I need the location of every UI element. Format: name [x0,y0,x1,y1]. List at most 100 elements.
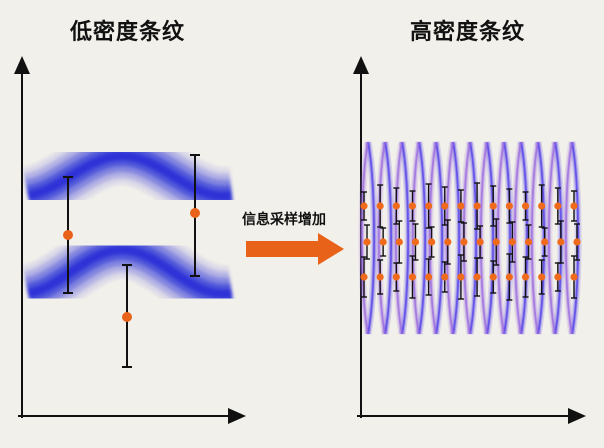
dense-sample-point [505,253,513,301]
dense-sample-point [538,184,546,228]
dense-sample-point [521,191,530,221]
dense-sample-point [554,187,562,225]
sample-dot [492,238,500,246]
sample-point-2 [122,264,132,368]
dense-sample-point [360,191,368,221]
high-density-fringes [358,141,582,335]
dense-sample-point [492,218,500,266]
sample-dot [541,238,549,246]
sample-dot [392,273,400,281]
sample-dot [392,202,400,210]
low-density-fringes [22,128,237,322]
dense-fringe [426,141,446,335]
fringe-band-upper [22,128,235,224]
arrow-label: 信息采样增加 [242,212,326,228]
dense-fringe [409,141,429,335]
sample-dot [376,202,384,210]
sample-dot [557,238,565,246]
sample-dot [538,202,546,210]
dense-sample-point [473,182,481,230]
sample-dot [570,273,578,281]
sample-dot [63,230,73,240]
sample-dot [489,202,497,210]
dense-sample-point [444,219,452,265]
arrow-shape [246,233,344,265]
sample-dot [428,238,436,246]
sample-dot [476,238,484,246]
right-panel-title: 高密度条纹 [410,20,526,45]
dense-sample-point [363,224,371,260]
fringe-band-lower [22,222,237,322]
sample-dot [360,202,368,210]
dense-sample-point [428,226,436,258]
dense-fringe [511,141,531,335]
sample-dot [460,238,468,246]
sample-dot [473,202,481,210]
dense-sample-point [392,262,400,292]
sample-dot [360,273,368,281]
sample-dot [554,202,562,210]
sample-dot [408,273,417,281]
dense-sample-point [524,224,533,260]
dense-sample-point [441,261,449,293]
dense-fringe [392,141,412,335]
dense-sample-point [508,221,516,263]
sample-point-1 [63,176,73,294]
dense-fringe [375,141,395,335]
sample-dot [444,238,452,246]
sample-dot [521,202,530,210]
sample-dot [457,273,465,281]
sampling-arrow [246,233,344,265]
dense-sample-point [425,258,433,296]
sample-dot [363,238,371,246]
sample-dot [441,273,449,281]
dense-fringe [545,141,565,335]
sample-dot [521,273,530,281]
dense-sample-point [505,188,513,224]
high-density-samples [360,182,581,301]
sample-point-3 [190,154,200,277]
sample-dot [190,208,200,218]
dense-sample-point [538,259,546,295]
dense-sample-point [441,186,449,226]
dense-fringe [477,141,497,335]
dense-sample-point [541,227,549,257]
sample-dot [524,238,533,246]
sample-dot [508,238,516,246]
dense-fringe [494,141,514,335]
sample-dot [408,202,417,210]
dense-sample-point [411,223,420,261]
sample-dot [425,273,433,281]
sample-dot [505,273,513,281]
dense-sample-point [570,255,578,299]
dense-sample-point [554,262,562,292]
dense-sample-point [408,190,417,222]
sample-dot [457,202,465,210]
sample-dot [376,273,384,281]
sample-dot [122,312,132,322]
dense-sample-point [573,223,581,261]
dense-sample-point [392,187,400,225]
left-axes [14,56,246,424]
dense-sample-point [425,183,433,229]
sample-dot [411,238,420,246]
dense-sample-point [379,227,387,257]
sample-dot [489,273,497,281]
dense-sample-point [473,257,481,297]
dense-sample-point [521,256,530,298]
dense-sample-point [457,254,465,300]
dense-fringe [443,141,463,335]
dense-sample-point [408,255,417,299]
dense-fringe [528,141,548,335]
sample-dot [473,273,481,281]
dense-sample-point [457,189,465,223]
sample-dot [505,202,513,210]
sample-dot [441,202,449,210]
sample-dot [538,273,546,281]
sample-dot [395,238,403,246]
sample-dot [379,238,387,246]
sample-dot [425,202,433,210]
dense-sample-point [360,256,368,298]
dense-sample-point [376,259,384,295]
